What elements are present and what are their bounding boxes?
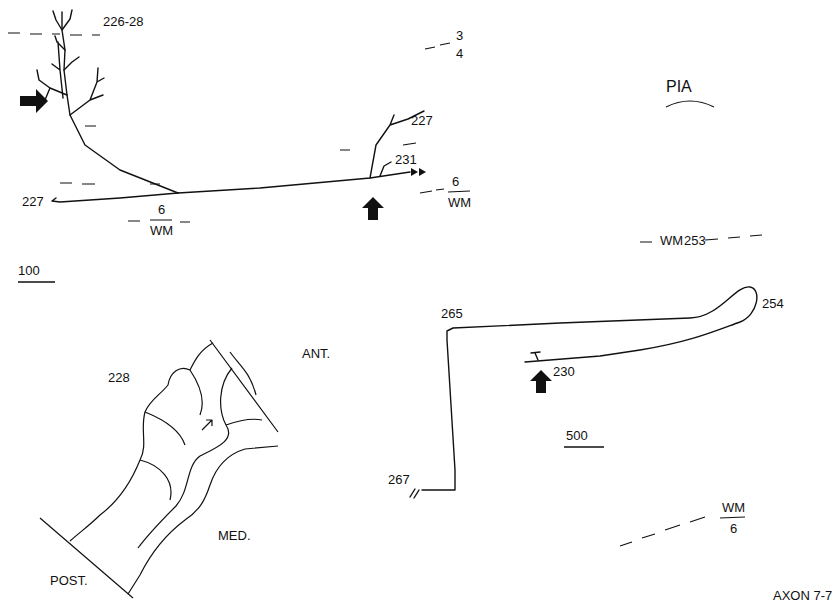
layer-boundary: [128, 221, 190, 222]
layer-number: 3: [456, 28, 463, 43]
layer-label: WM: [448, 195, 471, 210]
callout-number: 227: [22, 194, 44, 209]
fraction-bar: [150, 191, 745, 518]
axon-path: [422, 287, 757, 490]
axon-twig: [531, 352, 540, 360]
layer-boundary: [340, 143, 416, 150]
layer-label: WM: [722, 500, 745, 515]
cut-mark: [410, 489, 419, 498]
axon-twig: [37, 10, 104, 115]
block-arrow: [362, 197, 384, 220]
block-arrow: [530, 370, 552, 393]
callout-number: 254: [762, 296, 784, 311]
arrow-head: [411, 168, 426, 176]
figure-caption: AXON 7-7: [773, 588, 832, 603]
layer-boundary: [620, 517, 705, 546]
scale-value: 100: [18, 263, 40, 278]
callout-number: 230: [553, 364, 575, 379]
layer-dashes: [8, 33, 762, 546]
pia-arc: [666, 101, 714, 107]
direction-label: POST.: [50, 573, 88, 588]
cortex-contour: [128, 449, 245, 594]
callout-number: 265: [441, 306, 463, 321]
sulcus: [140, 352, 256, 500]
callout-number: 231: [395, 152, 417, 167]
axon-branch: [52, 193, 178, 202]
direction-label: ANT.: [302, 346, 330, 361]
direction-label: MED.: [218, 528, 251, 543]
section-outline: [40, 340, 278, 598]
layer-label: WM: [150, 223, 173, 238]
callout-number: 267: [388, 472, 410, 487]
callout-number: 226-28: [103, 14, 143, 29]
white-matter: [138, 368, 262, 548]
layer-boundary: [425, 43, 450, 49]
layer-number: 4: [456, 46, 463, 61]
callout-number: 227: [411, 113, 433, 128]
axon-main: [178, 172, 410, 193]
pointer-arrows: [20, 89, 552, 393]
section-edge: [40, 340, 278, 598]
callout-number: 228: [108, 370, 130, 385]
layer-boundary: [420, 189, 444, 193]
scale-bar: [18, 282, 604, 447]
continuation-heads: [411, 168, 426, 176]
callout-number: 253: [684, 233, 706, 248]
layer-label: WM: [660, 233, 683, 248]
axon-trunk: [62, 12, 178, 193]
layer-boundary: [60, 126, 160, 184]
axon-arbor: [37, 10, 757, 498]
layer-number: 6: [158, 202, 165, 217]
block-arrow: [20, 89, 48, 113]
site-arrow: [202, 420, 212, 430]
surface-label: PIA: [666, 78, 692, 96]
scale-value: 500: [566, 428, 588, 443]
layer-number: 6: [452, 174, 459, 189]
layer-boundary: [8, 33, 100, 35]
layer-number: 6: [730, 521, 737, 536]
